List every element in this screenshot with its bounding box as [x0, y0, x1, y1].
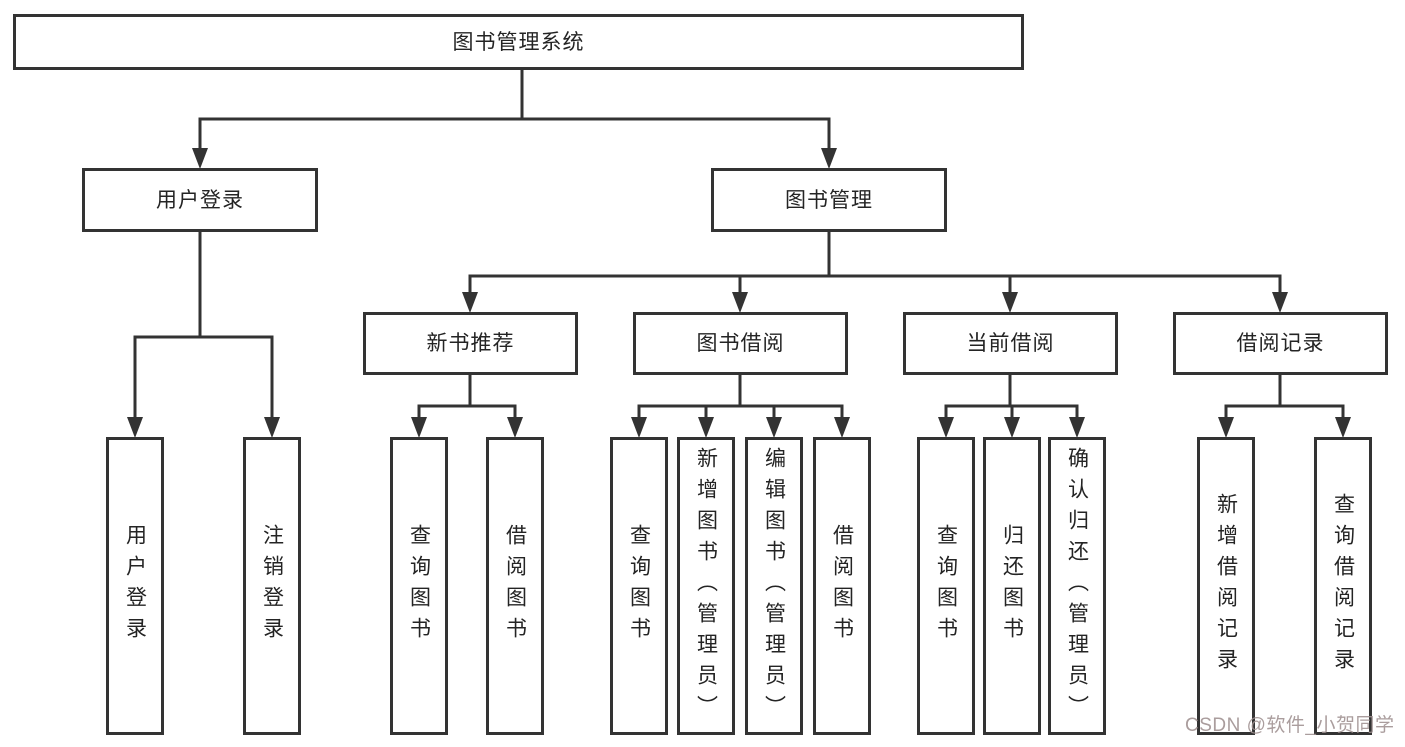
node-library-management-system: 图书管理系统 [13, 14, 1024, 70]
node-library-management-system-label: 图书管理系统 [452, 30, 585, 54]
connector-user-login-branch [133, 230, 274, 423]
leaf-query-borrow-record-label: 查询借阅记录 [1331, 493, 1355, 679]
leaf-return-books-label: 归还图书 [1000, 524, 1024, 648]
node-current-borrowing: 当前借阅 [903, 312, 1118, 375]
leaf-return-books: 归还图书 [983, 437, 1041, 735]
connector-book-borrow-branch [637, 373, 844, 423]
node-book-borrowing-label: 图书借阅 [696, 332, 785, 355]
node-book-management-label: 图书管理 [785, 188, 873, 212]
arrowheads [127, 148, 1351, 438]
connector-book-management-branch [468, 230, 1282, 298]
leaf-query-books-borrow-label: 查询图书 [627, 524, 651, 648]
leaf-add-books-admin-label: 新增图书（管理员） [694, 446, 718, 726]
leaf-add-borrow-record: 新增借阅记录 [1197, 437, 1255, 735]
leaf-borrow-books-recommend-label: 借阅图书 [503, 524, 527, 648]
node-new-book-recommendation: 新书推荐 [363, 312, 578, 375]
leaf-edit-books-admin-label: 编辑图书（管理员） [762, 446, 786, 726]
node-borrowing-records-label: 借阅记录 [1236, 332, 1325, 355]
node-book-management: 图书管理 [711, 168, 947, 232]
leaf-borrow-books: 借阅图书 [813, 437, 871, 735]
leaf-user-login: 用户登录 [106, 437, 164, 735]
leaf-add-borrow-record-label: 新增借阅记录 [1214, 493, 1238, 679]
leaf-borrow-books-label: 借阅图书 [830, 524, 854, 648]
connector-new-book-branch [417, 373, 517, 423]
leaf-query-books-recommend-label: 查询图书 [407, 524, 431, 648]
leaf-borrow-books-recommend: 借阅图书 [486, 437, 544, 735]
node-new-book-recommendation-label: 新书推荐 [426, 332, 515, 355]
node-book-borrowing: 图书借阅 [633, 312, 848, 375]
leaf-logout-label: 注销登录 [260, 524, 284, 648]
leaf-query-books-current-label: 查询图书 [934, 524, 958, 648]
node-borrowing-records: 借阅记录 [1173, 312, 1388, 375]
leaf-confirm-return-admin-label: 确认归还（管理员） [1065, 446, 1089, 726]
leaf-edit-books-admin: 编辑图书（管理员） [745, 437, 803, 735]
watermark: CSDN @软件_小贺同学 [1185, 715, 1395, 736]
connector-borrow-record-branch [1224, 373, 1345, 423]
leaf-user-login-label: 用户登录 [123, 524, 147, 648]
leaf-query-borrow-record: 查询借阅记录 [1314, 437, 1372, 735]
leaf-query-books-recommend: 查询图书 [390, 437, 448, 735]
connector-current-borrow-branch [944, 373, 1079, 423]
node-current-borrowing-label: 当前借阅 [966, 332, 1055, 355]
node-user-login: 用户登录 [82, 168, 318, 232]
leaf-add-books-admin: 新增图书（管理员） [677, 437, 735, 735]
leaf-confirm-return-admin: 确认归还（管理员） [1048, 437, 1106, 735]
connector-root [198, 68, 831, 154]
node-user-login-label: 用户登录 [156, 188, 244, 212]
leaf-query-books-borrow: 查询图书 [610, 437, 668, 735]
leaf-query-books-current: 查询图书 [917, 437, 975, 735]
leaf-logout: 注销登录 [243, 437, 301, 735]
